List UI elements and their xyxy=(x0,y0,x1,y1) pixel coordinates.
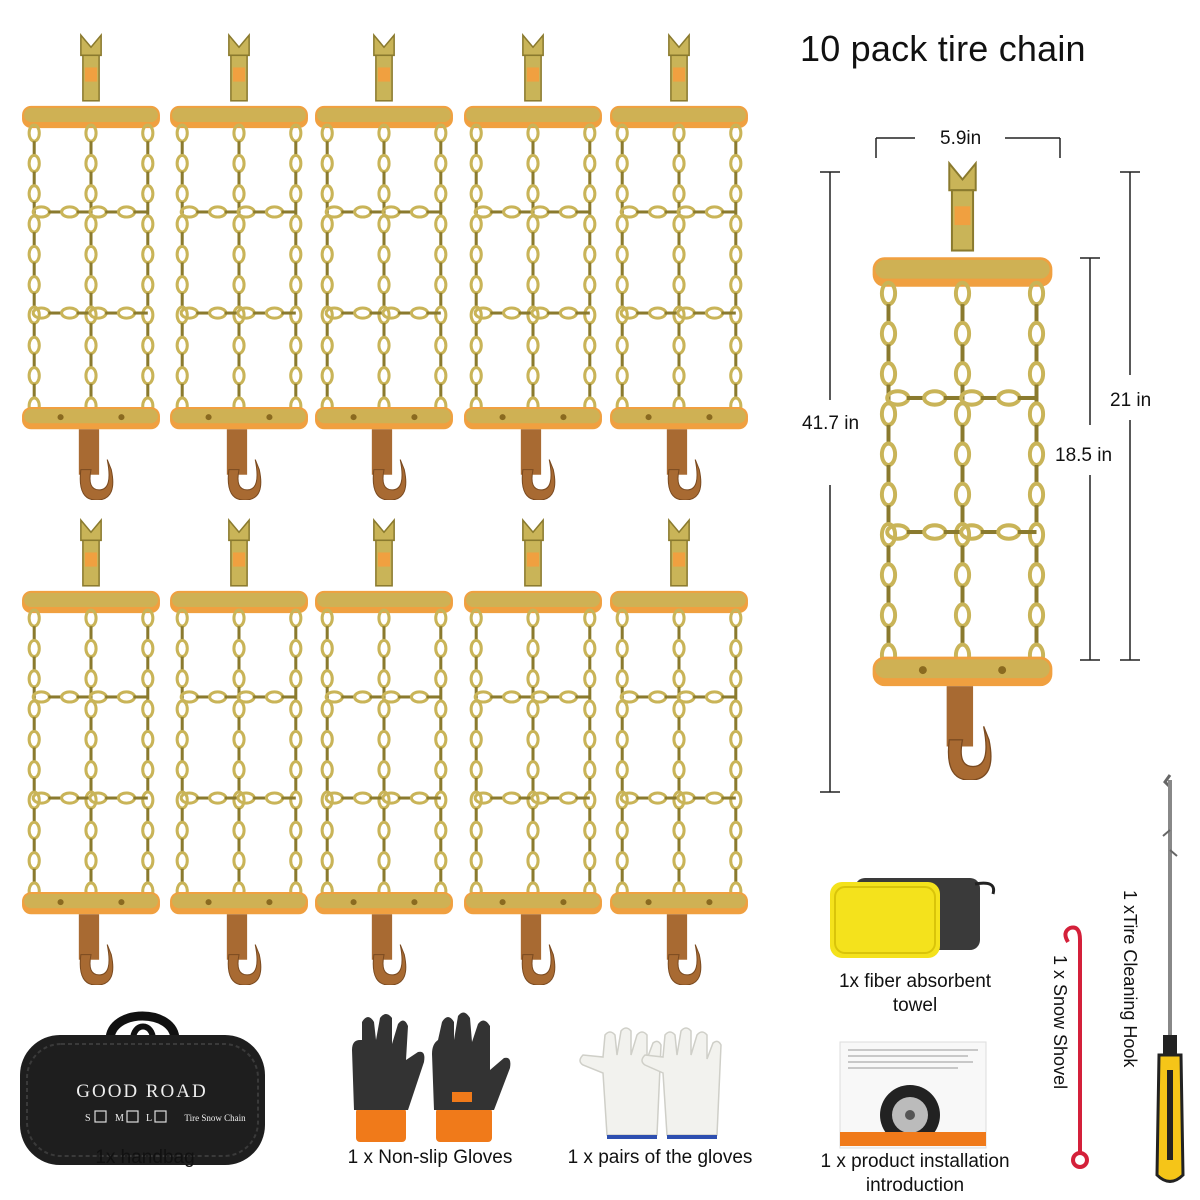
handbag-caption: 1x handbag xyxy=(95,1147,195,1168)
featured-tire-chain xyxy=(870,150,1055,780)
bag-size-s: S xyxy=(85,1113,91,1124)
cleaning-hook-image xyxy=(1155,774,1185,1183)
chain-length-label: 18.5 in xyxy=(1055,445,1113,466)
cotton-gloves-caption: 1 x pairs of the gloves xyxy=(567,1147,753,1168)
tire-chain-9 xyxy=(462,510,604,985)
instruction-card-image xyxy=(839,1041,987,1149)
tire-chain-8 xyxy=(313,510,455,985)
bag-size-l: L xyxy=(146,1113,152,1124)
towel-image xyxy=(830,878,996,958)
panel-length-label: 21 in xyxy=(1110,390,1152,411)
width-label: 5.9in xyxy=(940,128,982,149)
tire-chain-7 xyxy=(168,510,310,985)
page-title: 10 pack tire chain xyxy=(800,28,1086,69)
snow-shovel-image xyxy=(1063,925,1089,1169)
overall-length-label: 41.7 in xyxy=(802,413,860,434)
tire-chain-1 xyxy=(20,25,162,500)
tire-chain-5 xyxy=(608,25,750,500)
tire-chain-4 xyxy=(462,25,604,500)
bag-brand: GOOD ROAD xyxy=(76,1081,207,1102)
instruction-caption: 1 x product installation introduction xyxy=(820,1151,1010,1196)
tire-chain-3 xyxy=(313,25,455,500)
bag-size-m: M xyxy=(115,1113,124,1124)
handbag-image: GOOD ROAD S M L Tire Snow Chain xyxy=(20,1011,265,1165)
nonslip-gloves-caption: 1 x Non-slip Gloves xyxy=(347,1147,513,1168)
towel-caption: 1x fiber absorbent towel xyxy=(820,970,1010,1018)
tire-chain-10 xyxy=(608,510,750,985)
towel-caption-text: 1x fiber absorbent towel xyxy=(838,971,992,1016)
cotton-gloves-image xyxy=(579,1027,722,1139)
tire-chain-2 xyxy=(168,25,310,500)
nonslip-gloves-image xyxy=(352,1012,511,1142)
dimension-lines xyxy=(820,137,1140,793)
snow-shovel-label: 1 x Snow Shovel xyxy=(1050,955,1070,1090)
cleaning-hook-label: 1 xTire Cleaning Hook xyxy=(1120,890,1140,1068)
bag-product-text: Tire Snow Chain xyxy=(184,1113,246,1123)
tire-chain-6 xyxy=(20,510,162,985)
